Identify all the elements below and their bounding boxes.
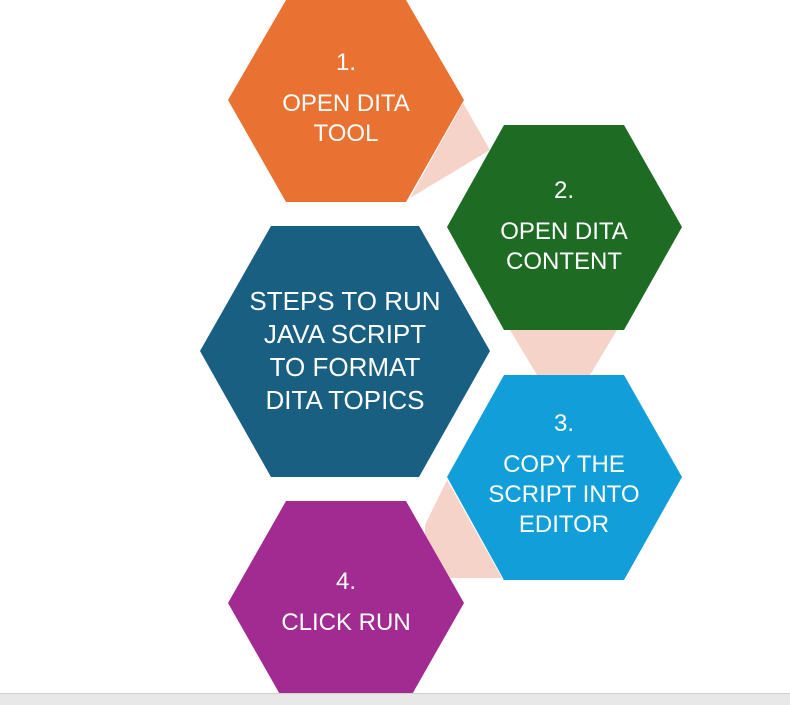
bottom-scroll-bar[interactable] bbox=[0, 693, 790, 705]
hexagon-center bbox=[200, 226, 490, 477]
connector-3-4 bbox=[425, 480, 502, 578]
hexagon-step-2 bbox=[447, 125, 682, 330]
step-4-number: 4. bbox=[335, 568, 356, 595]
step-1-label: 1. OPEN DITA TOOL bbox=[256, 34, 436, 164]
center-title: STEPS TO RUN JAVA SCRIPT TO FORMAT DITA … bbox=[249, 286, 441, 415]
step-2-number: 2. bbox=[553, 177, 574, 204]
hexagon-step-1 bbox=[228, 0, 464, 202]
connector-1-2 bbox=[410, 103, 490, 198]
center-label: STEPS TO RUN JAVA SCRIPT TO FORMAT DITA … bbox=[230, 276, 460, 426]
step-1-text: OPEN DITA TOOL bbox=[282, 90, 410, 147]
step-3-number: 3. bbox=[553, 410, 574, 437]
step-3-label: 3. COPY THE SCRIPT INTO EDITOR bbox=[474, 400, 654, 550]
step-4-text: CLICK RUN bbox=[281, 609, 411, 636]
step-1-number: 1. bbox=[335, 49, 356, 76]
step-4-label: 4. CLICK RUN bbox=[256, 548, 436, 658]
step-3-text: COPY THE SCRIPT INTO EDITOR bbox=[488, 451, 640, 538]
connector-2-3 bbox=[510, 330, 617, 375]
hexagon-step-4 bbox=[228, 501, 464, 705]
hexagon-step-3 bbox=[447, 375, 682, 580]
step-2-text: OPEN DITA CONTENT bbox=[500, 218, 628, 275]
step-2-label: 2. OPEN DITA CONTENT bbox=[474, 162, 654, 292]
